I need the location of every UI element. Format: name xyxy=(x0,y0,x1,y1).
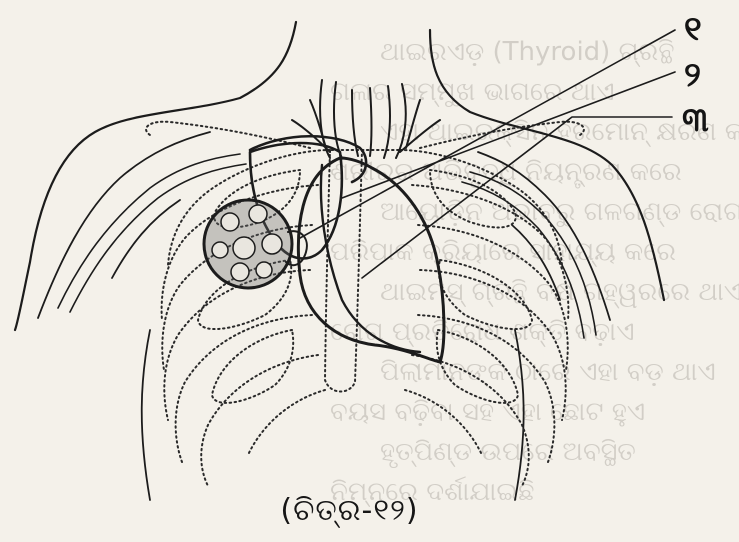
pointer-line-2 xyxy=(342,72,675,198)
neck-right-outline xyxy=(430,30,664,300)
label-3: ୩ xyxy=(682,103,709,137)
right-armpit xyxy=(512,225,560,300)
left-arm-inner xyxy=(38,132,210,318)
pointer-line-1 xyxy=(300,30,675,238)
neck-vessels xyxy=(292,80,440,158)
caption-text: (ଚିତ୍ର-୧୨) xyxy=(280,493,418,528)
torso-left-side xyxy=(142,330,150,500)
label-2: ୨ xyxy=(684,58,701,92)
figure-caption: (ଚିତ୍ର-୧୨) xyxy=(0,493,739,528)
label-1: ୧ xyxy=(684,12,702,46)
left-armpit xyxy=(112,200,180,278)
lymph-node-mass xyxy=(204,200,307,288)
ribcage xyxy=(146,122,584,486)
right-arm-vessel-a xyxy=(470,172,596,335)
